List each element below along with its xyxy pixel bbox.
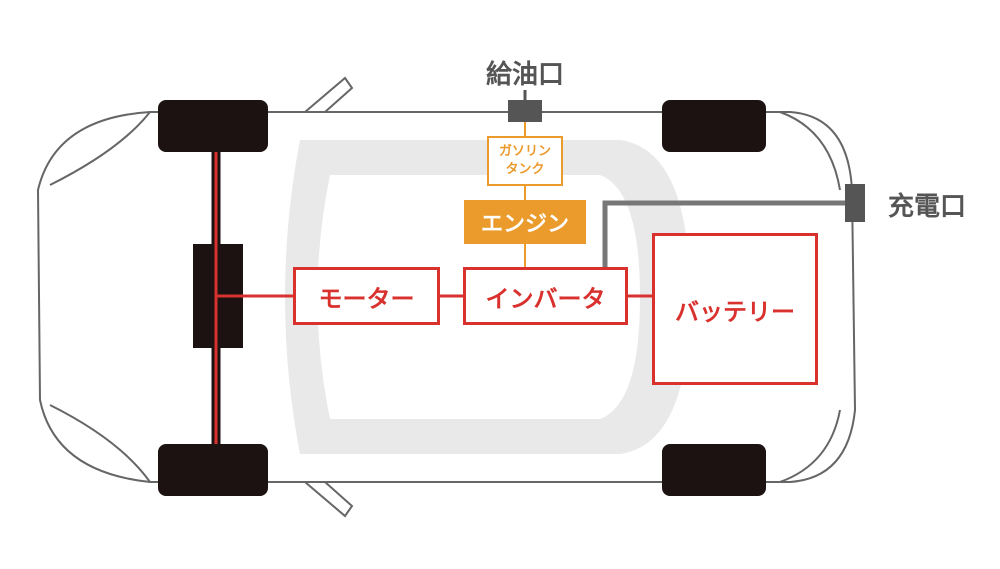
tire-rear-left [662,100,766,152]
charge-port-label: 充電口 [887,191,966,222]
inverter-box: インバータ [463,267,628,325]
front-fender-line-bottom [49,404,151,483]
rear-line-bottom [779,409,841,483]
charge-port [845,184,865,222]
gasoline-tank-box: ガソリン タンク [487,136,563,186]
front-fender-line-top [49,111,151,186]
tire-front-left [158,100,268,152]
battery-box: バッテリー [652,233,818,385]
tire-front-right [158,444,268,496]
fuel-port [508,100,542,122]
gasoline-tank-label-line2: タンク [505,162,545,177]
gasoline-tank-label-line1: ガソリン [498,144,551,159]
tire-rear-right [662,444,766,496]
left-mirror [302,76,354,113]
charge-line [602,200,848,267]
fuel-port-label: 給油口 [485,59,564,90]
right-mirror [302,481,354,518]
engine-box: エンジン [464,200,586,244]
motor-box: モーター [293,267,440,325]
rear-line-top [779,111,841,191]
